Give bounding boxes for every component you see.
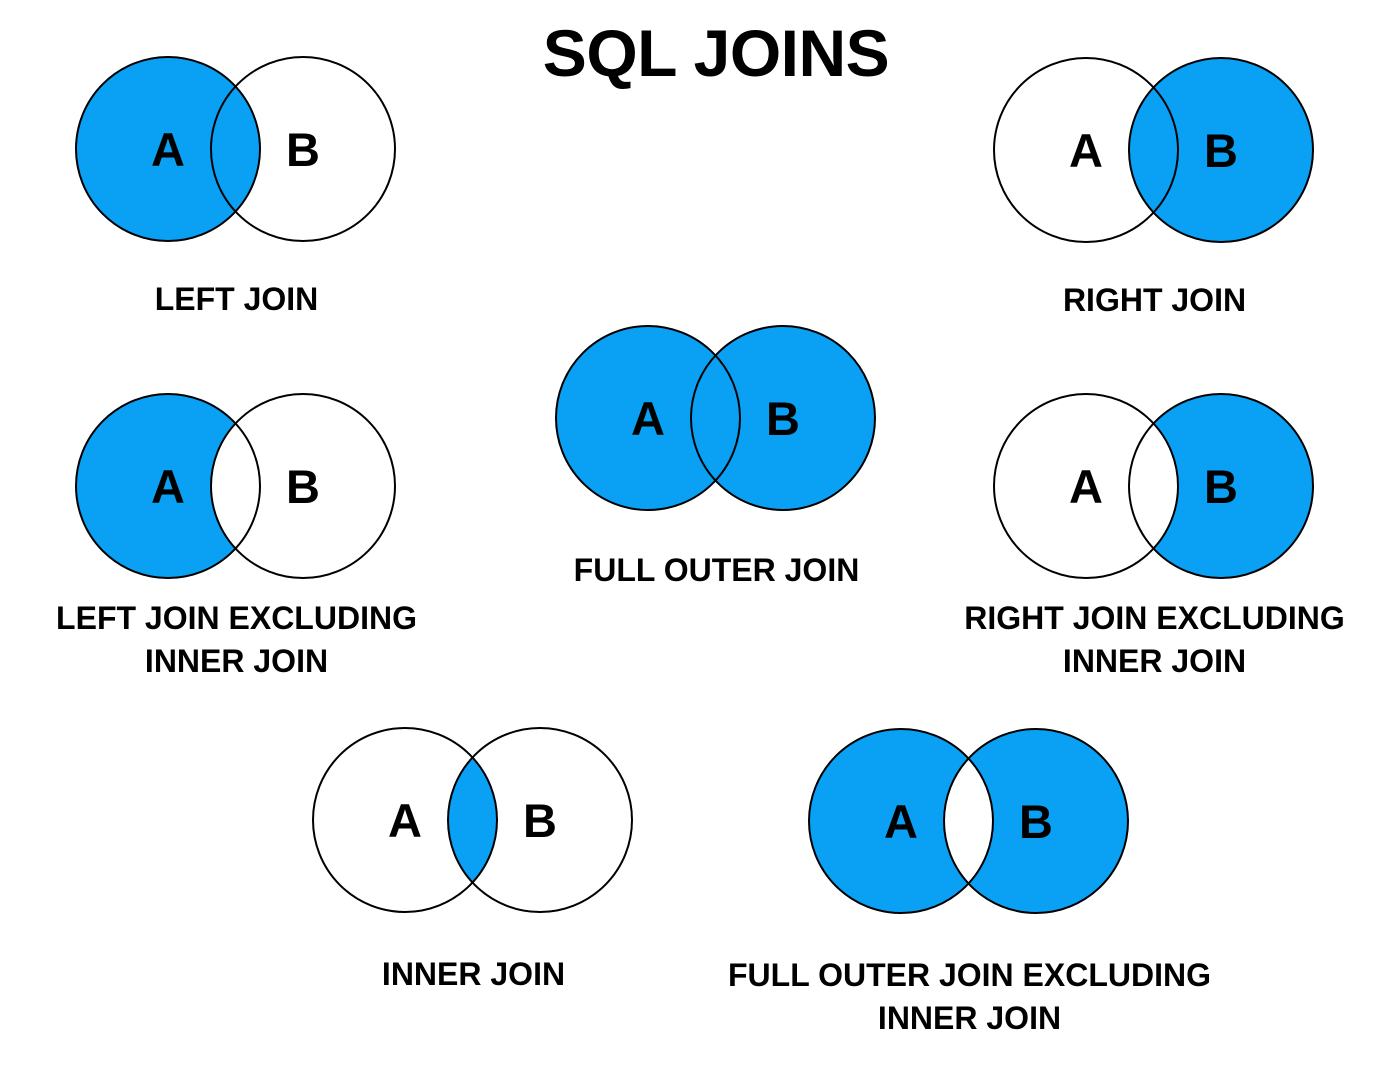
intersection-lens — [1129, 87, 1178, 213]
diagram-label-line: RIGHT JOIN — [1062, 282, 1247, 318]
circle-a-outline — [993, 393, 1179, 579]
intersection-lens — [691, 355, 740, 481]
circle-a-fill — [76, 57, 260, 241]
circle-a-fill — [809, 729, 993, 913]
circle-a-letter: A — [1069, 124, 1103, 177]
circle-b-fill — [691, 326, 875, 510]
circle-a-letter: A — [151, 460, 185, 513]
circle-b-outline — [1128, 57, 1314, 243]
circle-b-fill — [211, 394, 395, 578]
intersection-lens — [1129, 423, 1178, 549]
diagram-label: LEFT JOIN — [155, 278, 319, 321]
diagram-label-line: INNER JOIN — [877, 1000, 1062, 1036]
diagram-label: INNER JOIN — [382, 953, 565, 996]
diagram-label-line: RIGHT JOIN EXCLUDING — [964, 600, 1345, 636]
circle-b-outline — [1128, 393, 1314, 579]
circle-a-letter: A — [388, 794, 422, 847]
intersection-lens — [211, 423, 260, 549]
circle-b-letter: B — [1204, 124, 1238, 177]
page-title: SQL JOINS — [542, 16, 890, 90]
circle-b-letter: B — [1204, 460, 1238, 513]
circle-a-outline — [312, 727, 498, 913]
circle-b-fill — [944, 729, 1128, 913]
circle-a-fill — [994, 58, 1178, 242]
circle-a-letter: A — [1069, 460, 1103, 513]
diagram-label-line: INNER JOIN — [381, 956, 566, 992]
circle-a-fill — [76, 394, 260, 578]
circle-a-outline — [75, 56, 261, 242]
diagram-label: LEFT JOIN EXCLUDING INNER JOIN — [56, 597, 417, 683]
circle-b-letter: B — [286, 123, 320, 176]
intersection-lens — [448, 757, 497, 883]
diagram-label: FULL OUTER JOIN EXCLUDING INNER JOIN — [728, 954, 1211, 1040]
diagram-label: RIGHT JOIN — [1063, 279, 1246, 322]
circle-a-letter: A — [631, 392, 665, 445]
diagram-label-line: LEFT JOIN — [154, 281, 319, 317]
circle-a-outline — [808, 728, 994, 914]
intersection-lens — [944, 758, 993, 884]
diagram-label: RIGHT JOIN EXCLUDING INNER JOIN — [964, 597, 1344, 683]
circle-b-letter: B — [1019, 795, 1053, 848]
diagram-label-line: INNER JOIN — [1062, 643, 1247, 679]
circle-b-outline — [210, 56, 396, 242]
circle-b-letter: B — [523, 794, 557, 847]
circle-a-letter: A — [151, 123, 185, 176]
circle-b-fill — [1129, 394, 1313, 578]
diagram-label-line: FULL OUTER JOIN — [573, 552, 860, 588]
circle-a-letter: A — [884, 795, 918, 848]
circle-b-outline — [447, 727, 633, 913]
circle-b-outline — [943, 728, 1129, 914]
circle-b-outline — [690, 325, 876, 511]
circle-a-outline — [75, 393, 261, 579]
circle-b-fill — [1129, 58, 1313, 242]
circle-a-fill — [556, 326, 740, 510]
circle-b-letter: B — [286, 460, 320, 513]
diagram-label-line: FULL OUTER JOIN EXCLUDING — [728, 957, 1211, 993]
circle-b-fill — [448, 728, 632, 912]
intersection-lens — [211, 86, 260, 212]
diagram-label-line: LEFT JOIN EXCLUDING — [56, 600, 417, 636]
circle-b-letter: B — [766, 392, 800, 445]
circle-a-fill — [994, 394, 1178, 578]
diagram-label-line: INNER JOIN — [144, 643, 329, 679]
circle-b-fill — [211, 57, 395, 241]
circle-b-outline — [210, 393, 396, 579]
circle-a-fill — [313, 728, 497, 912]
diagram-label: FULL OUTER JOIN — [574, 549, 860, 592]
circle-a-outline — [993, 57, 1179, 243]
circle-a-outline — [555, 325, 741, 511]
